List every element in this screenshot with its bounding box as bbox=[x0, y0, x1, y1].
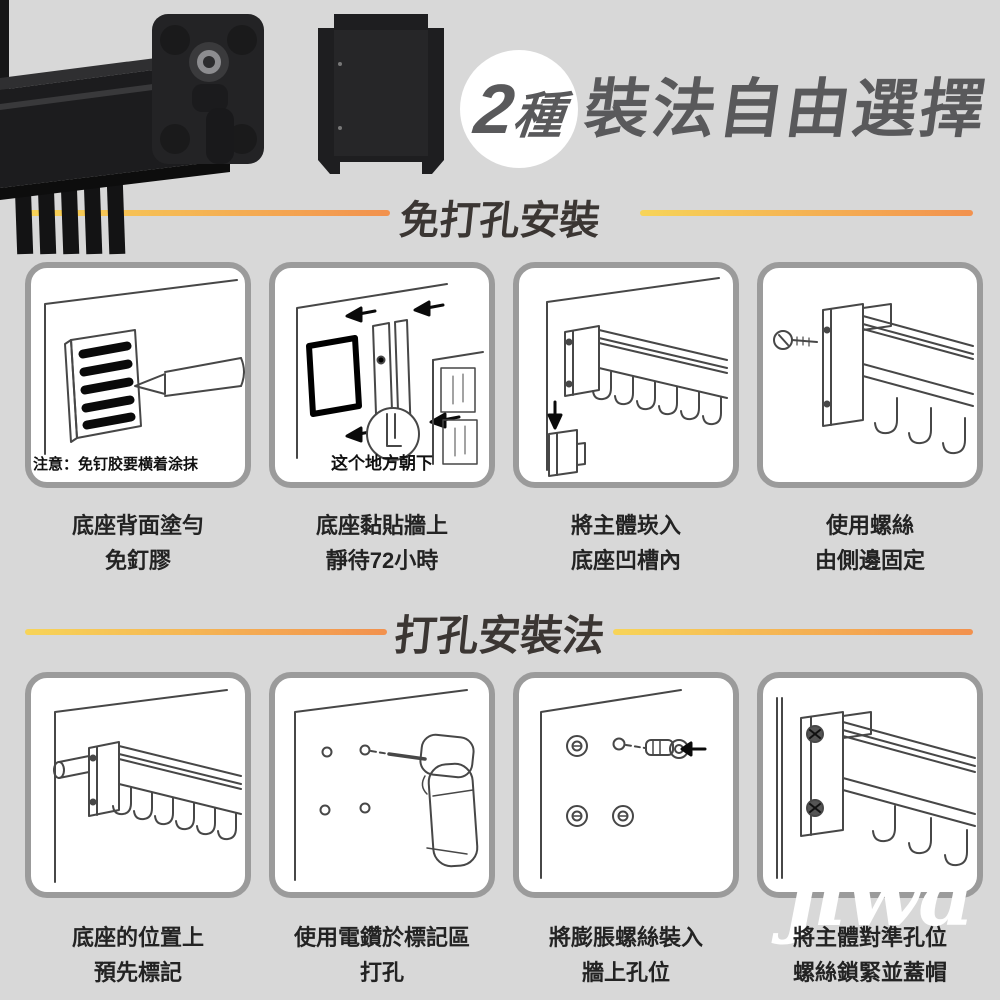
caption-line2: 打孔 bbox=[359, 960, 404, 985]
caption-stick-base: 底座黏貼牆上 靜待72小時 bbox=[267, 508, 497, 578]
page-title: 裝法自由選擇 bbox=[580, 73, 993, 145]
watermark: jiwa bbox=[786, 842, 975, 946]
product-photo-rack-and-base bbox=[0, 0, 444, 255]
illustration-pre-mark-icon bbox=[53, 689, 242, 883]
section1-rule-right bbox=[640, 210, 973, 216]
illustration-anchors-icon bbox=[540, 689, 707, 879]
caption-drill: 使用電鑽於標記區 打孔 bbox=[267, 920, 497, 990]
glue-direction-note: 注意：免钉胶要横着涂抹 bbox=[33, 456, 199, 473]
illustration-stick-base-icon bbox=[296, 283, 484, 465]
caption-glue-apply: 底座背面塗勻 免釘膠 bbox=[23, 508, 253, 578]
step-box-anchors bbox=[513, 672, 739, 898]
caption-line1: 將膨脹螺絲裝入 bbox=[548, 925, 703, 950]
caption-pre-mark: 底座的位置上 預先標記 bbox=[23, 920, 253, 990]
caption-line2: 預先標記 bbox=[93, 960, 182, 985]
caption-side-screw: 使用螺絲 由側邊固定 bbox=[755, 508, 985, 578]
illustration-side-screw-icon bbox=[773, 303, 974, 455]
caption-line2: 免釘膠 bbox=[104, 548, 171, 573]
caption-line2: 螺絲鎖緊並蓋帽 bbox=[792, 960, 947, 985]
step-box-pre-mark bbox=[25, 672, 251, 898]
step-box-side-screw bbox=[757, 262, 983, 488]
caption-line2: 由側邊固定 bbox=[814, 548, 925, 573]
illustration-drill-icon bbox=[294, 689, 479, 881]
title-badge-circle: 2種 bbox=[460, 50, 578, 168]
caption-line1: 將主體對準孔位 bbox=[792, 925, 947, 950]
caption-align-lock: 將主體對準孔位 螺絲鎖緊並蓋帽 bbox=[755, 920, 985, 990]
caption-anchors: 將膨脹螺絲裝入 牆上孔位 bbox=[511, 920, 741, 990]
caption-line1: 底座黏貼牆上 bbox=[315, 513, 448, 538]
illustration-apply-glue-icon bbox=[44, 279, 245, 455]
caption-line2: 牆上孔位 bbox=[581, 960, 670, 985]
section2-title: 打孔安裝法 bbox=[392, 612, 608, 659]
section2-rule-left bbox=[25, 629, 387, 635]
hanging-strips bbox=[14, 177, 126, 255]
step-box-drill bbox=[269, 672, 495, 898]
caption-line1: 底座背面塗勻 bbox=[71, 513, 204, 538]
step-box-insert-body bbox=[513, 262, 739, 488]
caption-line1: 將主體崁入 bbox=[570, 513, 681, 538]
step-box-stick-base: 这个地方朝下 bbox=[269, 262, 495, 488]
illustration-insert-body-icon bbox=[546, 277, 728, 477]
caption-line2: 靜待72小時 bbox=[325, 548, 439, 573]
section2-rule-right bbox=[613, 629, 973, 635]
title-badge-text: 2種 bbox=[470, 70, 567, 148]
section1-rule-left bbox=[25, 210, 390, 216]
caption-line2: 底座凹槽內 bbox=[570, 548, 681, 573]
caption-line1: 底座的位置上 bbox=[71, 925, 204, 950]
caption-line1: 使用螺絲 bbox=[825, 513, 914, 538]
caption-line1: 使用電鑽於標記區 bbox=[293, 925, 470, 950]
caption-insert-body: 將主體崁入 底座凹槽內 bbox=[511, 508, 741, 578]
illustration-align-lock-icon bbox=[776, 697, 976, 879]
step-box-glue-apply: 注意：免钉胶要横着涂抹 bbox=[25, 262, 251, 488]
step-box-align-lock bbox=[757, 672, 983, 898]
badge-unit: 種 bbox=[509, 88, 566, 144]
face-down-note: 这个地方朝下 bbox=[331, 454, 433, 473]
